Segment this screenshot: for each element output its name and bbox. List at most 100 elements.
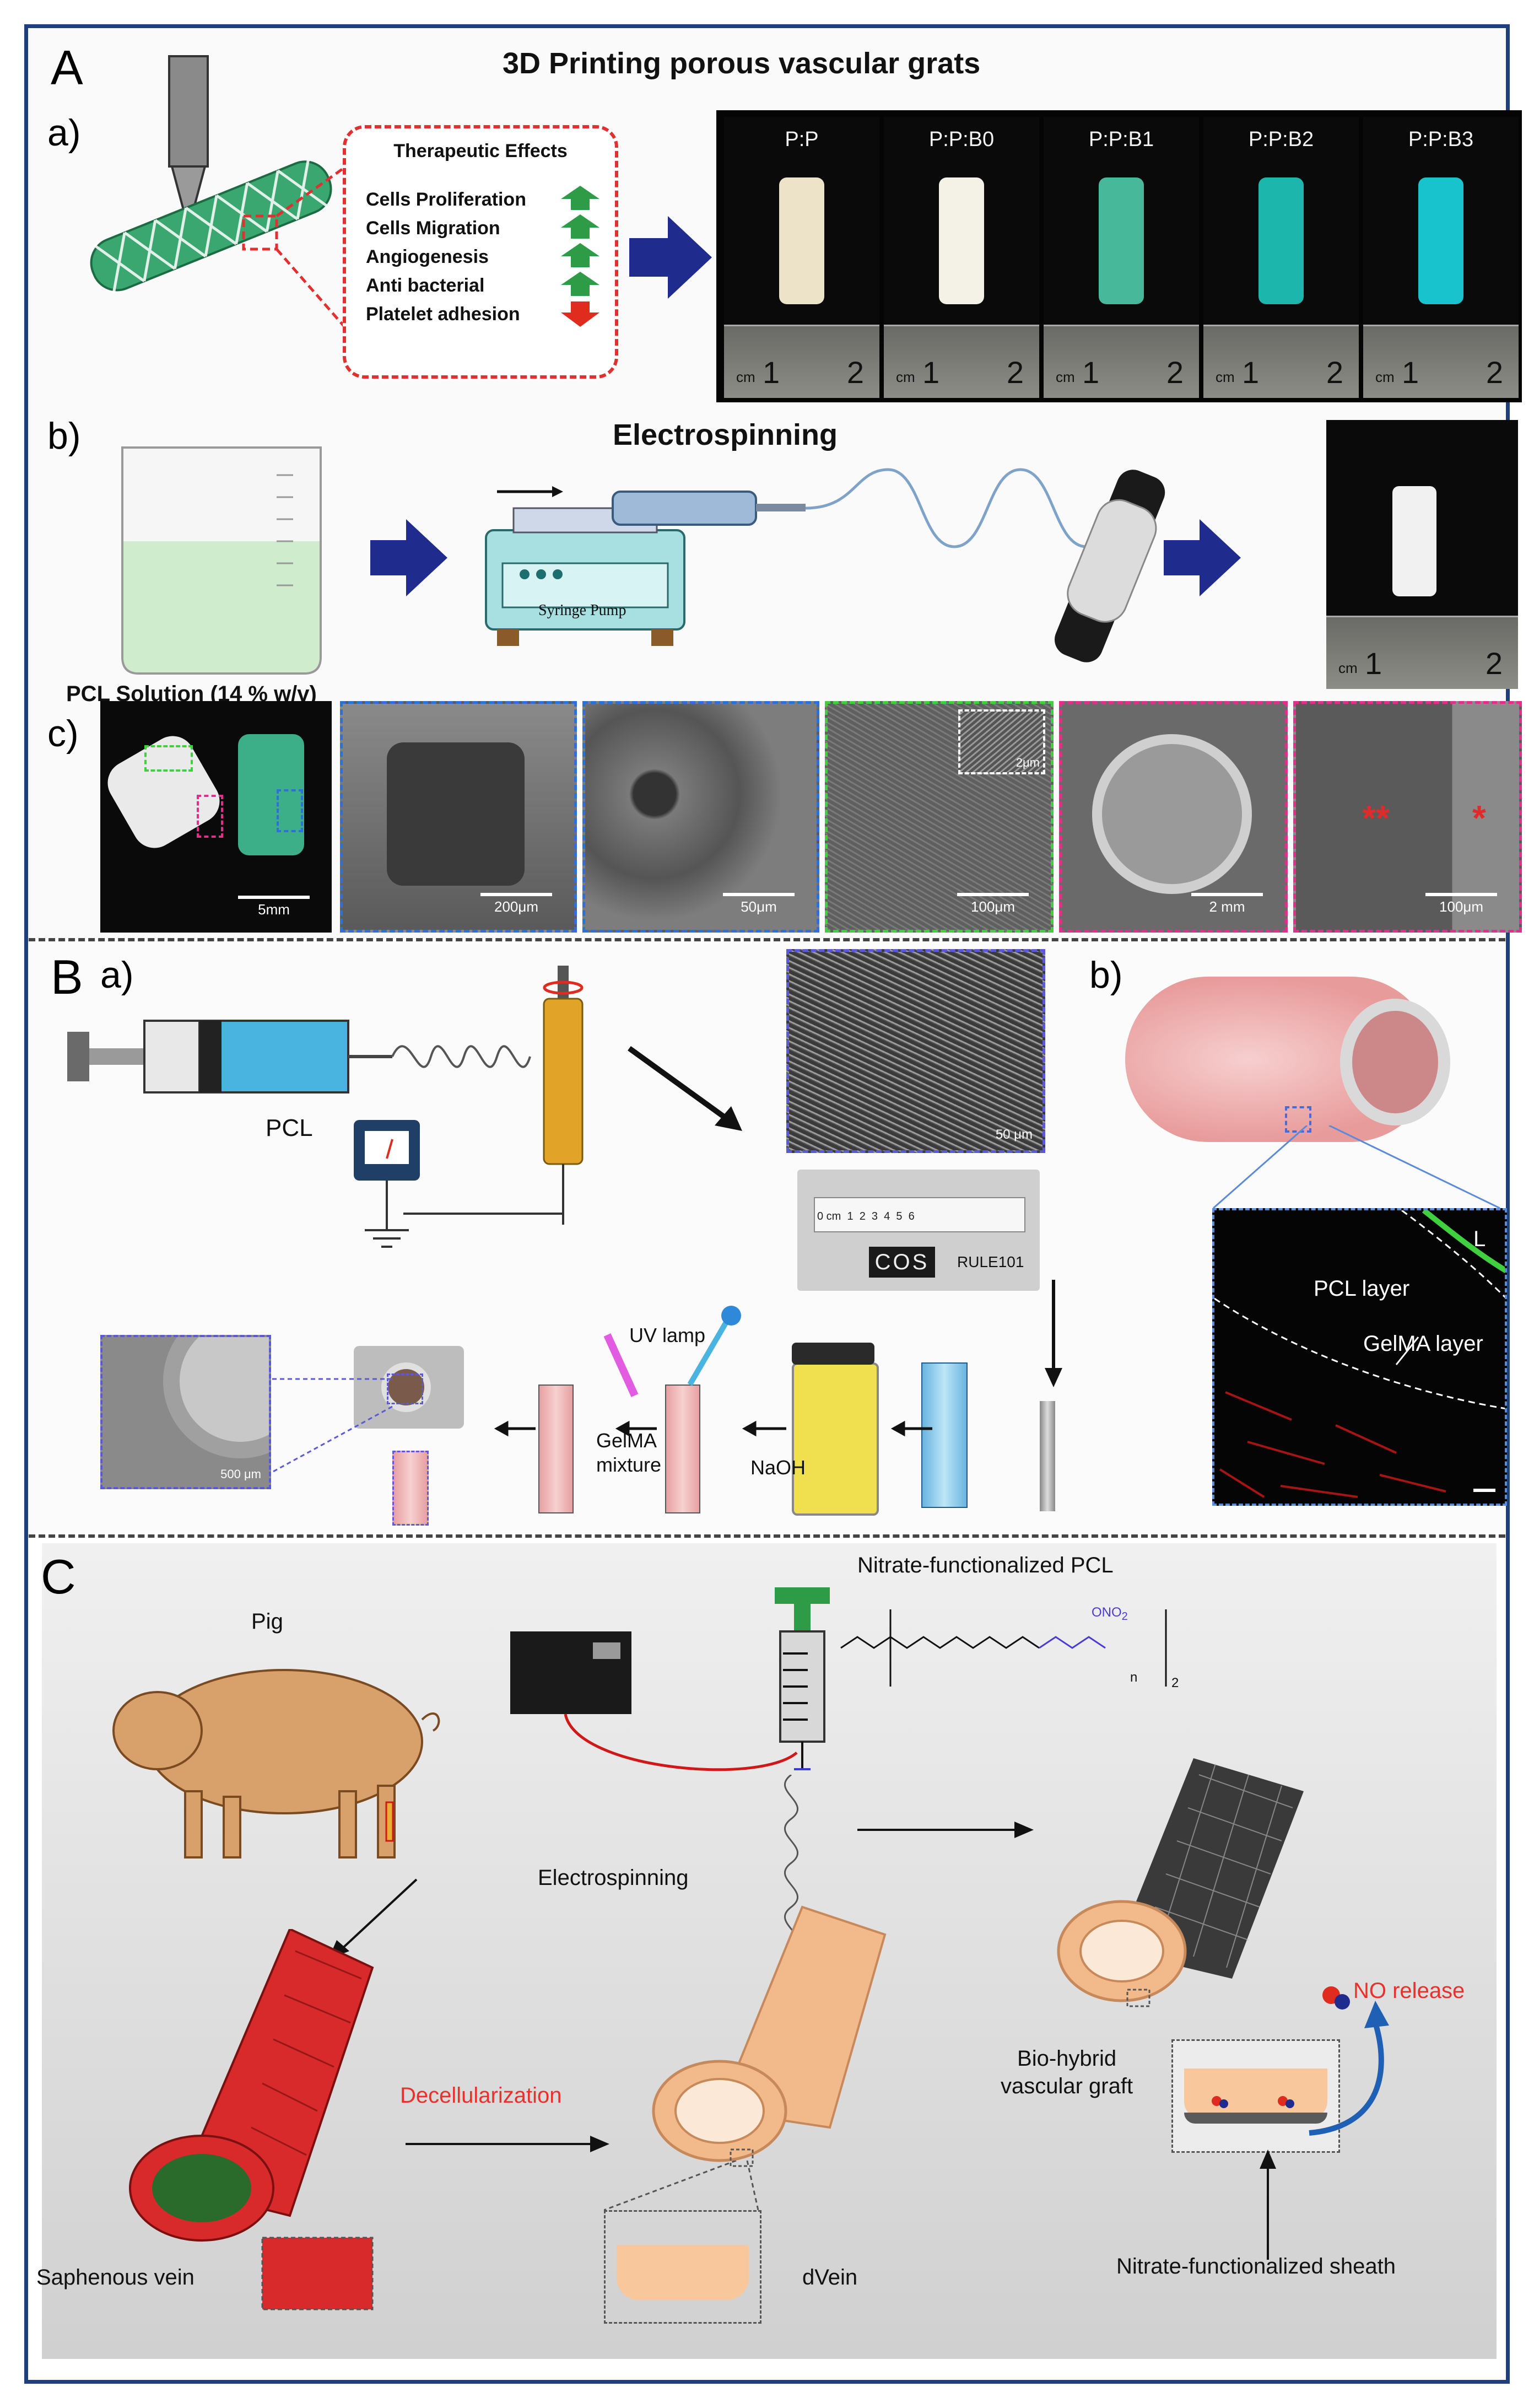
saphenous-vein-label: Saphenous vein (36, 2265, 195, 2290)
blue-arrow-icon (629, 216, 712, 299)
effect-anti-bacterial: Anti bacterial (366, 275, 485, 296)
uv-tube (538, 1385, 574, 1513)
panel-letter-a: A (51, 40, 83, 95)
formula-ono2: ONO2 (1092, 1605, 1128, 1623)
panel-b: B a) b) PCL 50 μm 0 cm 1 2 3 4 (29, 944, 1507, 1533)
ruler-1: 1 (1365, 646, 1382, 681)
uv-lamp-label: UV lamp (629, 1324, 706, 1346)
scalebar-50um: 50μm (723, 893, 795, 915)
beaker-icon (121, 446, 322, 675)
pig-icon (112, 1669, 440, 1858)
gelma-tube (665, 1385, 700, 1513)
electrospinning-title: Electrospinning (613, 418, 838, 451)
mandrel-rod (1040, 1401, 1055, 1511)
subpanel-b-label: b) (47, 415, 81, 457)
sem-cross-section: 500 μm (100, 1335, 271, 1489)
up-arrow-icon (561, 214, 599, 239)
therapeutic-effects-box: Therapeutic Effects Cells Proliferation … (343, 125, 618, 379)
panel-a-title: 3D Printing porous vascular grats (503, 47, 981, 80)
nitrate-sheath-label: Nitrate-functionalized sheath (1116, 2254, 1396, 2278)
pig-label: Pig (251, 1609, 283, 1634)
decellularization-label: Decellularization (400, 2083, 562, 2108)
nitrate-pcl-formula (840, 1609, 1167, 1687)
electrospinning-label: Electrospinning (538, 1866, 689, 1890)
effect-cells-proliferation: Cells Proliferation (366, 189, 526, 210)
graft-photo-label: P:P:B0 (928, 128, 995, 151)
down-arrow-icon (561, 301, 599, 327)
sem-fiber-mat: 50 μm (786, 949, 1045, 1153)
panel-c: C Nitrate-functionalized PCL Pig n 2 ONO… (36, 1543, 1497, 2359)
rotating-collector-icon (543, 966, 584, 1225)
effect-cells-migration: Cells Migration (366, 218, 500, 239)
zoom-lines-b (271, 1378, 393, 1474)
graft-photo-label: P:P:B1 (1088, 128, 1154, 151)
saphenous-vein-illustration (129, 1929, 374, 2310)
graft-tube-side (392, 1451, 429, 1526)
sem-overview-photo: 5mm (100, 701, 332, 933)
ruler-1: 1 (763, 355, 780, 390)
subpanel-c-label: c) (47, 713, 79, 755)
sem-image-50um: 50μm (582, 701, 819, 933)
sem-inset: 2μm (958, 709, 1045, 774)
ground-wire (403, 1213, 563, 1215)
gelma-layer-label: GelMA layer (1363, 1332, 1483, 1356)
subpanel-b-b-label: b) (1089, 954, 1123, 996)
blue-arrow-icon (370, 519, 447, 596)
panel-letter-c: C (41, 1549, 76, 1604)
ruler-1: 1 (1402, 355, 1419, 390)
sem-scale-50um: 50 μm (995, 1127, 1033, 1142)
ruler: cm 1 2 (1326, 616, 1518, 689)
black-arrow-icon (857, 1822, 1034, 1838)
syringe-pump-label: Syringe Pump (538, 602, 626, 619)
graft-tube (1418, 177, 1463, 304)
scalebar-5mm: 5mm (238, 896, 310, 918)
sem-image-fibers-100um: 2μm 100μm (825, 701, 1054, 933)
separator-b-c (29, 1534, 1505, 1538)
black-arrow-icon (1260, 2150, 1276, 2260)
ruler-cm: cm (1338, 660, 1358, 676)
therapeutic-effects-title: Therapeutic Effects (393, 141, 568, 161)
pcl-label: PCL (266, 1114, 313, 1141)
no-release-arrow (1309, 1986, 1389, 2136)
electrospinning-jet (784, 1775, 799, 1952)
formula-subscript-2: 2 (1171, 1676, 1179, 1690)
panel-a: A 3D Printing porous vascular grats a) T… (29, 29, 1522, 938)
vessel-3d-render (1125, 966, 1478, 1164)
black-arrow-icon (406, 2136, 609, 2152)
ruler-cm: cm (1216, 369, 1235, 385)
ruler-2: 2 (1486, 355, 1503, 390)
naoh-vial (792, 1343, 879, 1516)
panel-letter-b: B (51, 950, 83, 1004)
ruler-cm: cm (1375, 369, 1395, 385)
ruler-2: 2 (1166, 355, 1184, 390)
ruler-1: 1 (1082, 355, 1100, 390)
graft-photo-2: P:P:B1 cm 1 2 (1044, 117, 1199, 398)
ruler-2: 2 (1485, 646, 1503, 681)
naoh-label: NaOH (750, 1456, 806, 1479)
up-arrow-icon (561, 272, 599, 296)
gelma-mixture-label: GelMA mixture (596, 1429, 662, 1476)
pipette-icon (687, 1306, 741, 1386)
subpanel-a-label: a) (47, 112, 81, 154)
scalebar-2mm: 2 mm (1191, 893, 1263, 915)
ruler: cm 1 2 (1044, 325, 1199, 398)
ruler-photo: 0 cm 1 2 3 4 5 6 COS RULE101 (797, 1170, 1040, 1291)
formula-n: n (1130, 1670, 1138, 1685)
subpanel-b-a-label: a) (100, 954, 134, 996)
ruler-cm: cm (1056, 369, 1075, 385)
scale-500um: 500 μm (220, 1467, 261, 1481)
dvein-zoom-lines (604, 2161, 759, 2211)
cos-label: COS (869, 1247, 935, 1278)
effect-angiogenesis: Angiogenesis (366, 246, 489, 267)
zoom-lines (1213, 1125, 1500, 1209)
electrospun-graft-photo: cm 1 2 (1326, 420, 1518, 689)
graft-photo-label: P:P (785, 128, 819, 151)
sem-image-200um: 200μm (340, 701, 577, 933)
single-asterisk: * (1472, 798, 1486, 838)
ruler-2: 2 (846, 355, 864, 390)
ruler-2: 2 (1326, 355, 1343, 390)
syringe-pump-electrospinning-illustration (485, 468, 1165, 662)
electrospinning-setup-illustration (67, 1020, 531, 1248)
